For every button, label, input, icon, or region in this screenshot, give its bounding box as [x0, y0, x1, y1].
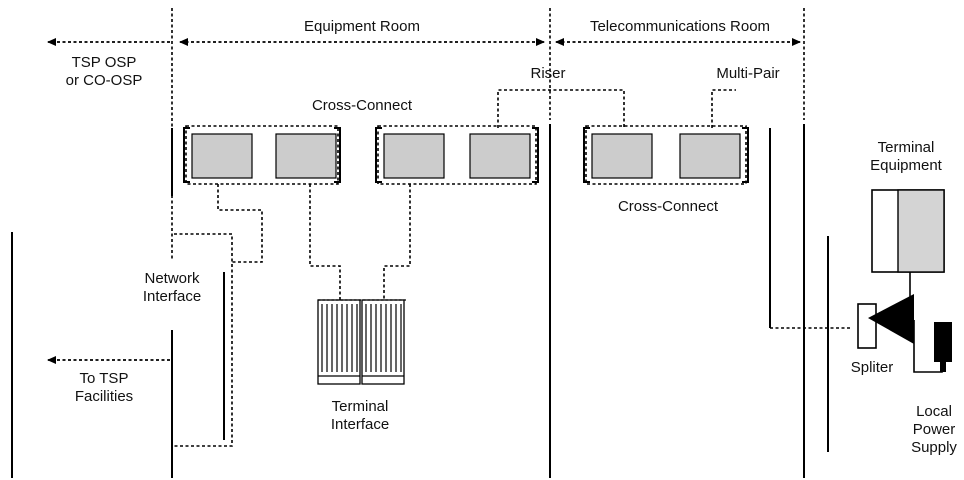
patch-block — [469, 133, 531, 179]
riser-cabling — [497, 89, 850, 329]
patch-block — [191, 133, 253, 179]
label-to-tsp-1: To TSP — [80, 370, 129, 387]
label-terminal-equipment-1: Terminal — [878, 139, 935, 156]
label-local-power-1: Local — [916, 403, 952, 420]
cross-connect-er-right — [375, 125, 539, 185]
room-boundaries — [11, 8, 829, 478]
label-local-power-3: Supply — [911, 439, 957, 456]
patch-block — [679, 133, 741, 179]
label-riser: Riser — [530, 65, 565, 82]
power-plug-icon — [934, 322, 952, 362]
label-tsp-osp-2: or CO-OSP — [66, 72, 143, 89]
label-terminal-equipment-2: Equipment — [870, 157, 943, 174]
label-multi-pair: Multi-Pair — [716, 65, 779, 82]
label-cross-connect-upper: Cross-Connect — [312, 97, 413, 114]
terminal-equipment-shaded — [897, 189, 945, 273]
terminal-interface-block — [317, 299, 406, 385]
patch-block — [383, 133, 445, 179]
labels: Equipment Room Telecommunications Room T… — [66, 18, 958, 456]
label-spliter: Spliter — [851, 359, 894, 376]
label-to-tsp-2: Facilities — [75, 388, 133, 405]
label-network-interface-2: Interface — [143, 288, 201, 305]
label-cross-connect-lower: Cross-Connect — [618, 198, 719, 215]
network-interface-wiring — [174, 184, 411, 447]
label-local-power-2: Power — [913, 421, 956, 438]
label-telecommunications-room: Telecommunications Room — [590, 18, 770, 35]
splitter-amplifier-icon — [868, 294, 914, 344]
room-arrows — [47, 38, 801, 364]
terminal-equipment — [871, 189, 945, 304]
label-equipment-room: Equipment Room — [304, 18, 420, 35]
local-power-supply — [934, 322, 952, 372]
label-terminal-interface-1: Terminal — [332, 398, 389, 415]
patch-block — [591, 133, 653, 179]
cross-connect-tr — [583, 125, 749, 185]
label-network-interface-1: Network — [144, 270, 200, 287]
label-tsp-osp-1: TSP OSP — [72, 54, 137, 71]
splitter — [857, 294, 943, 373]
patch-block — [275, 133, 337, 179]
cross-connect-er-left — [183, 125, 341, 185]
label-terminal-interface-2: Interface — [331, 416, 389, 433]
